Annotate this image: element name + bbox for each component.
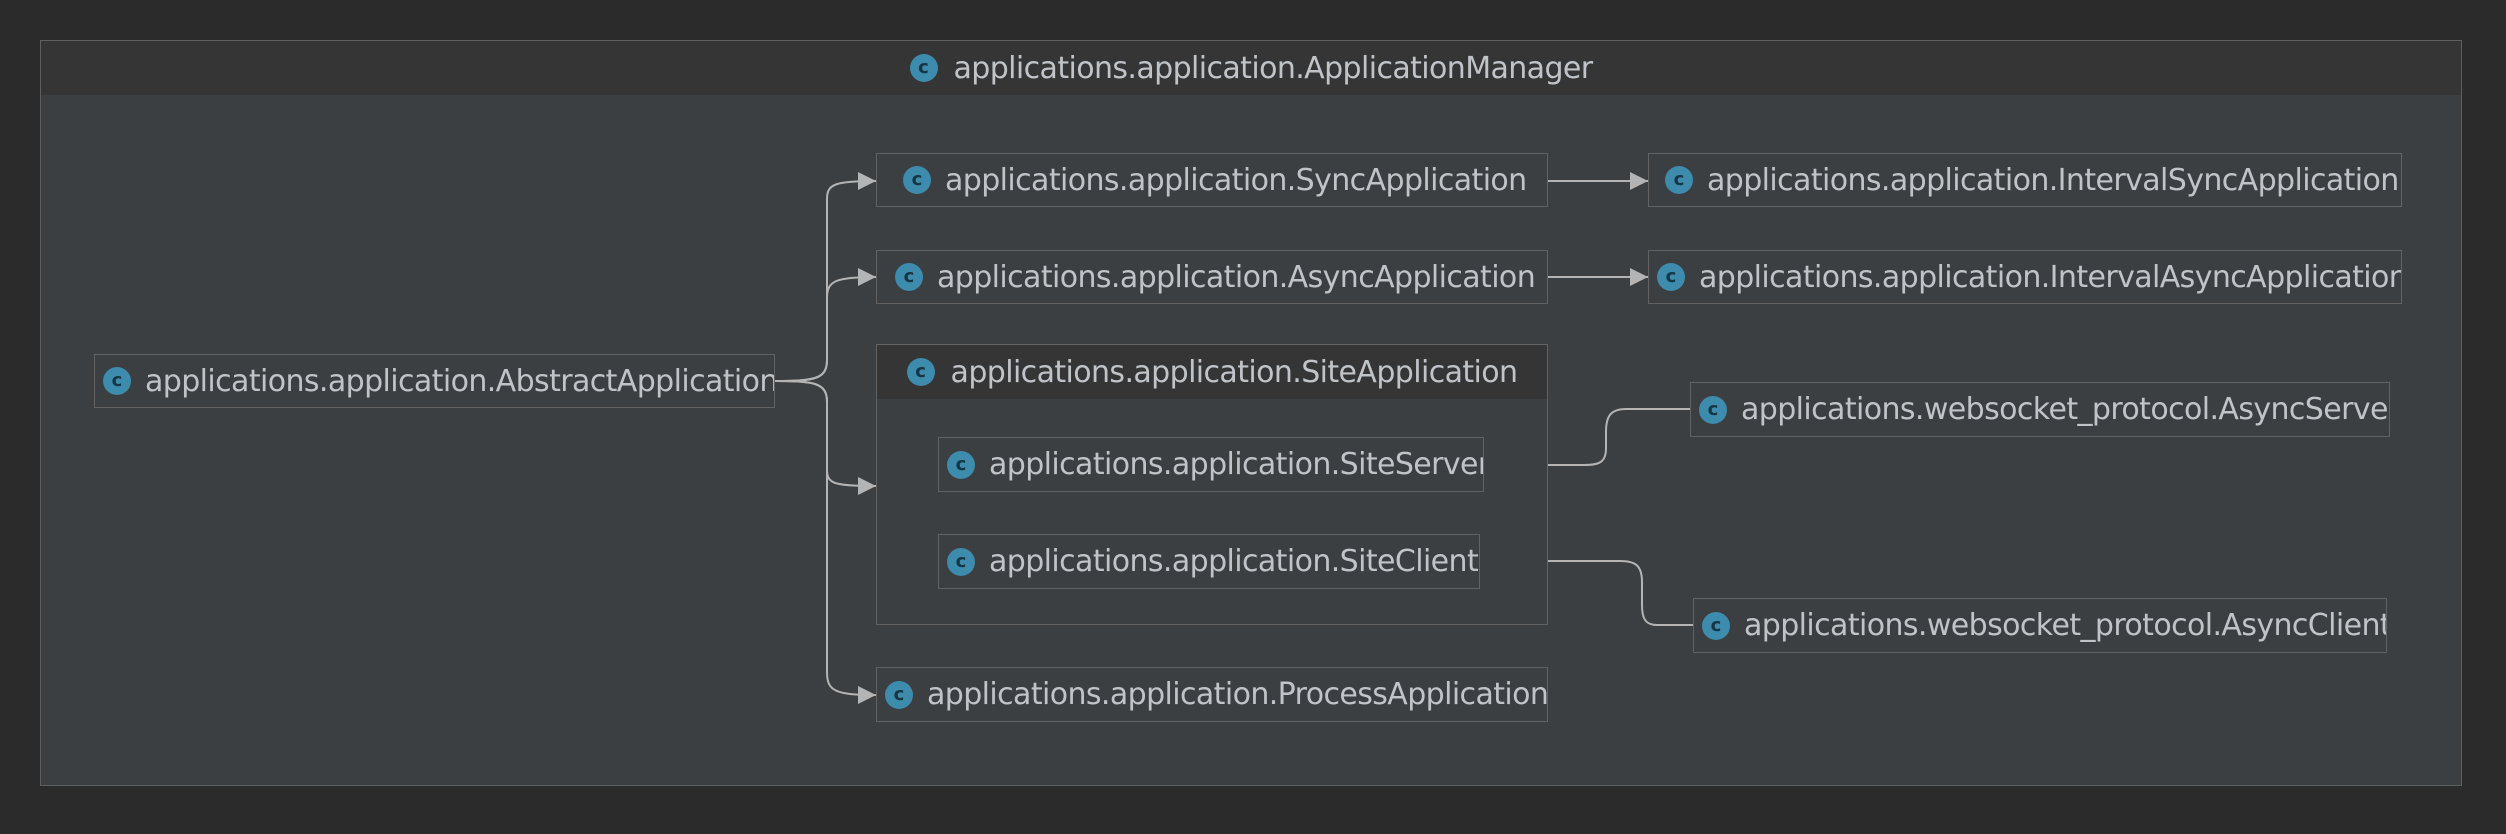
class-icon: c [103, 367, 131, 395]
class-icon: c [909, 54, 938, 82]
node-interval-async-application[interactable]: c applications.application.IntervalAsync… [1648, 250, 2402, 304]
node-label: applications.application.AbstractApplica… [145, 363, 775, 399]
node-label: applications.application.IntervalAsyncAp… [1699, 259, 2402, 295]
class-icon: c [895, 263, 923, 291]
node-ws-async-server[interactable]: c applications.websocket_protocol.AsyncS… [1690, 382, 2390, 437]
node-label: applications.application.SiteClient [989, 544, 1479, 579]
edge-abstract-to-async [774, 268, 877, 382]
class-icon: c [947, 450, 975, 479]
class-icon: c [1657, 263, 1685, 291]
group-title: applications.application.SiteApplication [950, 354, 1518, 390]
node-label: applications.application.AsyncApplicatio… [937, 259, 1536, 295]
node-abstract-application[interactable]: c applications.application.AbstractAppli… [94, 354, 775, 408]
edge-wsclient-to-siteclient [1480, 552, 1693, 626]
edge-abstract-to-process [774, 380, 877, 704]
node-label: applications.application.IntervalSyncApp… [1707, 162, 2399, 198]
class-icon: c [1702, 611, 1730, 640]
node-label: applications.application.SyncApplication [945, 162, 1527, 198]
node-sync-application[interactable]: c applications.application.SyncApplicati… [876, 153, 1548, 207]
node-site-server[interactable]: c applications.application.SiteServer [938, 437, 1484, 492]
node-interval-sync-application[interactable]: c applications.application.IntervalSyncA… [1648, 153, 2402, 207]
class-icon: c [1665, 166, 1693, 194]
edge-abstract-to-sync [774, 172, 877, 382]
class-icon: c [1699, 395, 1727, 424]
class-icon: c [903, 166, 931, 194]
class-icon: c [947, 547, 975, 576]
class-icon: c [885, 680, 913, 709]
node-process-application[interactable]: c applications.application.ProcessApplic… [876, 667, 1548, 722]
node-async-application[interactable]: c applications.application.AsyncApplicat… [876, 250, 1548, 304]
node-site-client[interactable]: c applications.application.SiteClient [938, 534, 1480, 589]
container-header[interactable]: c applications.application.ApplicationMa… [41, 41, 2461, 95]
node-label: applications.websocket_protocol.AsyncSer… [1741, 392, 2390, 427]
edge-abstract-to-site [774, 380, 877, 495]
container-title: applications.application.ApplicationMana… [953, 50, 1594, 86]
node-label: applications.websocket_protocol.AsyncCli… [1744, 608, 2387, 643]
node-label: applications.application.SiteServer [989, 447, 1484, 482]
node-label: applications.application.ProcessApplicat… [927, 677, 1548, 712]
class-icon: c [906, 358, 935, 386]
node-ws-async-client[interactable]: c applications.websocket_protocol.AsyncC… [1693, 598, 2387, 653]
group-header: c applications.application.SiteApplicati… [877, 345, 1547, 399]
edge-wsserver-to-siteserver [1484, 408, 1690, 474]
